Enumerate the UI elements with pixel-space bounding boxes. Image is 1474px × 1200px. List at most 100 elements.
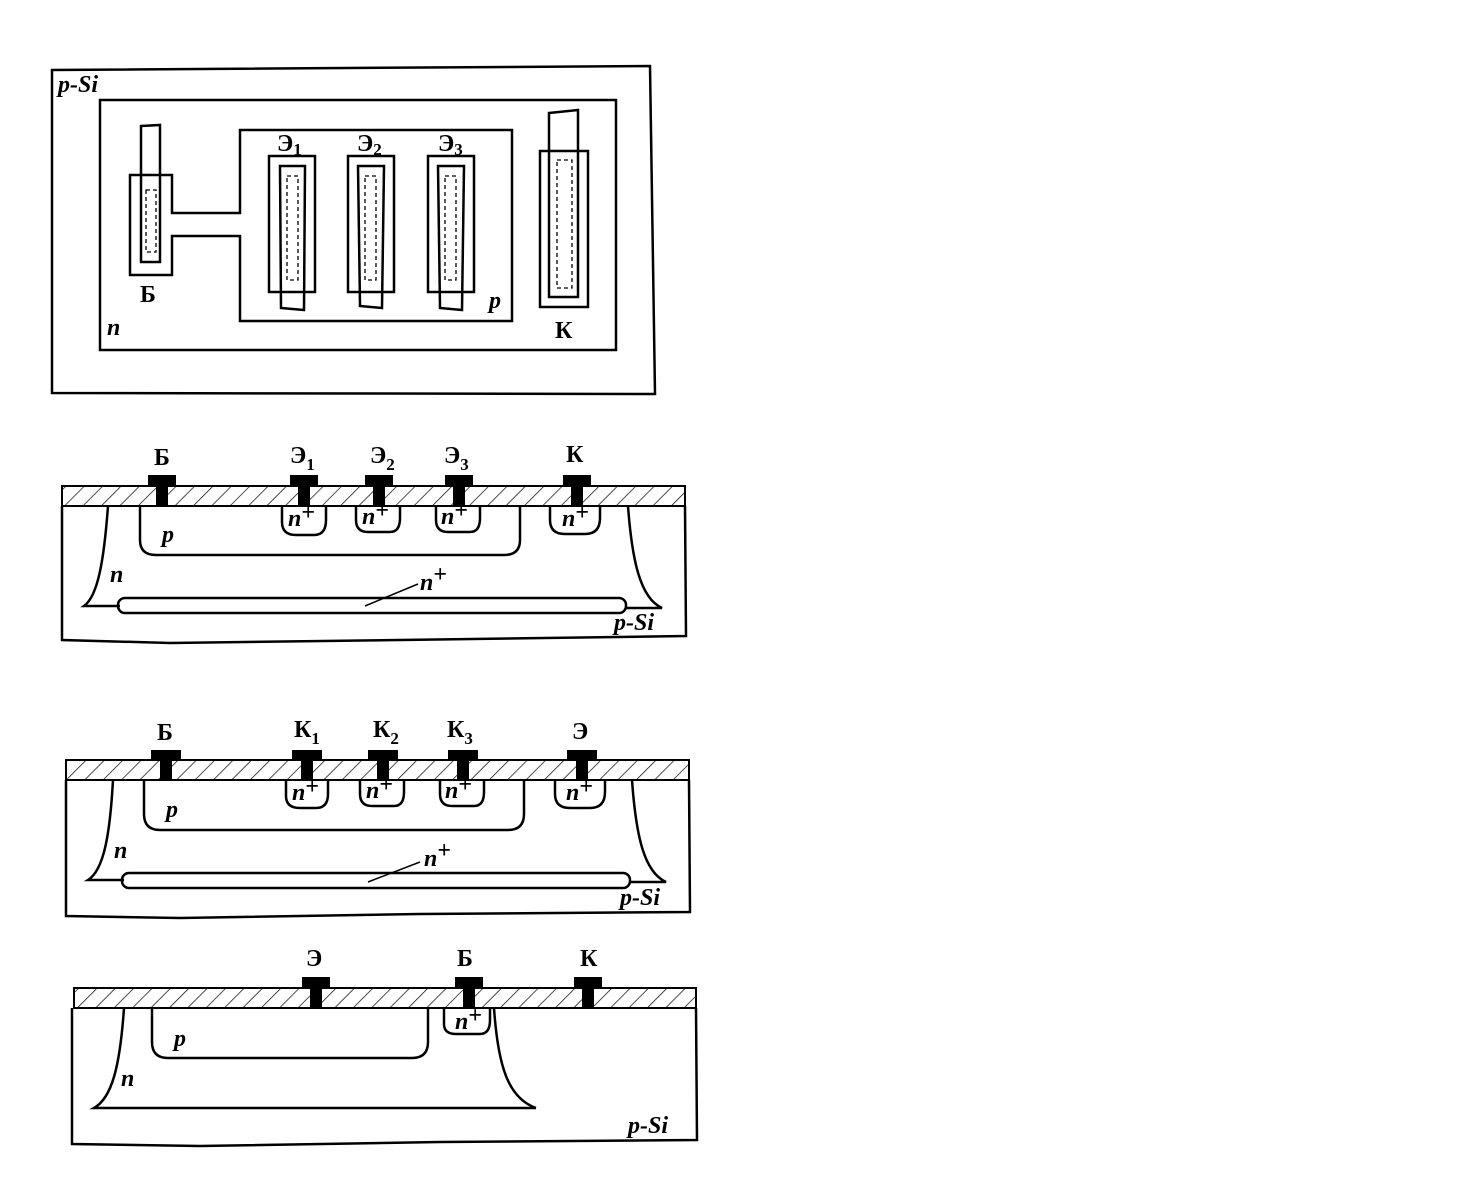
section-1-buried-leader [364,583,419,607]
section-1-emitter-1-contact [290,475,318,506]
base-contact-window [145,189,157,253]
emitter-1-metal [278,164,307,312]
section-2-p-base [142,780,526,832]
section-2-collector-3-contact [448,750,478,780]
section-1-emitter-2-label: Э2 [370,443,395,474]
section-2-collector-1-n-plus [284,780,330,810]
section-3-substrate-label: p-Si [626,1113,668,1139]
section-2-substrate-outline [64,779,692,920]
section-3-p-label: p [172,1026,186,1052]
section-1-buried-label: n+ [420,562,447,596]
section-3-n-label: n [121,1066,134,1092]
emitter-3-diffusion [426,154,476,294]
section-2-collector-2-n-plus [358,780,406,808]
section-1-buried-n-plus [116,596,628,615]
emitter-2-diffusion [346,154,396,294]
p-base-region-outline [128,128,514,323]
section-1-base-contact [148,475,176,506]
section-1-collector-contact [563,475,591,506]
section-2-buried-leader [367,861,421,883]
section-1-p-base [138,506,522,557]
top-base-label: Б [140,282,156,308]
section-2-base-contact [151,750,181,780]
section-2-base-label: Б [157,720,173,746]
section-1-e2-n-plus-label: n+ [362,498,389,530]
section-3-base-label: Б [457,946,473,972]
top-collector-label: К [555,318,573,344]
section-1-n-left-boundary [80,505,120,608]
section-2-p-label: p [164,797,178,823]
section-3-emitter-label: Э [306,946,322,972]
top-emitter-2-label: Э2 [357,131,382,159]
section-2-buried-n-plus [120,871,632,890]
section-1-emitter-1-n-plus [280,506,328,537]
p-si-substrate-outline [50,64,657,396]
section-2-n-label: n [114,838,127,864]
section-1-emitter-3-n-plus [434,506,482,534]
section-2-emitter-contact [567,750,597,780]
section-1-emitter-3-contact [445,475,473,506]
section-3-emitter-contact [302,977,330,1008]
section-2-emitter-n-plus-label: n+ [566,774,593,806]
emitter-1-window [286,175,299,281]
n-region-outline [98,98,618,352]
emitter-2-window [364,175,377,281]
top-n-label: n [107,315,120,341]
top-view: p-Si n p Б К Э1 Э2 Э3 [50,64,657,396]
top-substrate-label: p-Si [56,72,98,98]
section-1-collector-label: К [566,442,584,468]
section-3-base-n-plus [442,1008,492,1036]
section-1-emitter-2-contact [365,475,393,506]
section-2-buried-label: n+ [424,838,451,872]
section-3-oxide [73,987,697,1009]
section-2-n-left-boundary [83,779,124,882]
section-1-substrate-label: p-Si [612,610,654,636]
cross-section-lateral-transistor: Э Б К p n n+ p-Si [70,946,699,1148]
section-1-collector-n-plus [548,506,602,536]
section-1-base-label: Б [154,445,170,471]
top-p-label: p [487,288,501,314]
base-metal-strip [139,123,162,264]
section-3-base-contact [455,977,483,1008]
section-1-emitter-1-label: Э1 [290,443,315,474]
section-2-n-right-boundary [630,779,667,884]
section-1-n-label: n [110,562,123,588]
section-1-substrate-outline [60,505,688,645]
cross-section-multi-emitter: Б Э1 Э2 Э3 К p n n+ n+ n+ n+ n+ p-Si [60,442,688,645]
section-2-c2-n-plus-label: n+ [366,772,393,804]
section-2-collector-1-contact [292,750,322,780]
section-1-collector-n-plus-label: n+ [562,500,589,532]
section-3-n-region-left-bottom [89,1007,536,1110]
section-2-substrate-label: p-Si [618,885,660,911]
section-1-n-right-boundary [626,505,663,610]
section-3-n-region-right [492,1007,537,1110]
section-3-p-region [150,1008,430,1060]
emitter-3-window [444,175,457,281]
section-2-collector-3-n-plus [438,780,486,808]
section-2-c1-n-plus-label: n+ [292,774,319,806]
section-3-collector-contact [574,977,602,1008]
collector-metal [547,108,580,299]
top-emitter-3-label: Э3 [438,131,463,159]
section-2-collector-1-label: К1 [294,717,320,748]
section-1-e3-n-plus-label: n+ [441,498,468,530]
emitter-1-diffusion [267,154,317,294]
top-emitter-1-label: Э1 [277,131,302,159]
section-2-emitter-n-plus [553,780,607,810]
collector-diffusion [538,149,590,309]
cross-section-multi-collector: Б К1 К2 К3 Э p n n+ n+ n+ n+ n+ p-Si [64,717,692,920]
section-3-n-plus-label: n+ [455,1003,482,1035]
section-2-collector-3-label: К3 [447,717,473,748]
emitter-3-metal [436,164,466,312]
section-1-e1-n-plus-label: n+ [288,500,315,532]
section-3-substrate-outline [70,1007,699,1148]
section-2-collector-2-contact [368,750,398,780]
section-2-collector-2-label: К2 [373,717,399,748]
section-1-p-label: p [160,522,174,548]
section-2-c3-n-plus-label: n+ [445,772,472,804]
section-2-emitter-label: Э [572,719,588,745]
emitter-2-metal [356,164,386,310]
collector-window [556,159,573,289]
section-1-emitter-2-n-plus [354,506,402,534]
